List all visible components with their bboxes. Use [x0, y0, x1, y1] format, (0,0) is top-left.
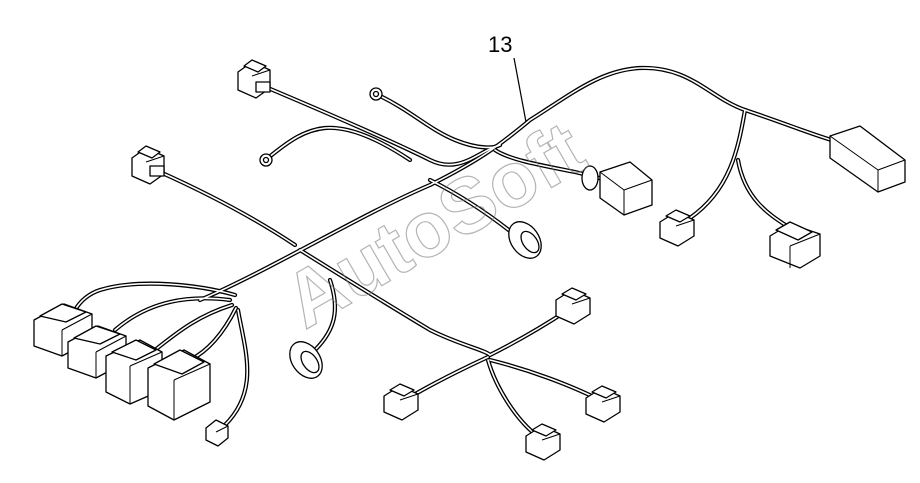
connector-box-large: [581, 161, 653, 216]
connector-lower-right-2: [585, 385, 621, 423]
connector-right-b: [769, 221, 821, 269]
wire-branch-lower-center-fill: [299, 249, 491, 356]
wire-bundle-left-4-fill: [189, 307, 237, 361]
wire-bundle-left-3-fill: [154, 304, 233, 351]
wire-bundle-left-5-outline: [222, 307, 250, 428]
wire-branch-oval-lower-fill: [314, 279, 336, 351]
connector-oval-lower: [289, 341, 323, 379]
part-number-label: 13: [488, 32, 512, 57]
wire-branch-left-outline: [157, 169, 298, 248]
wire-bundle-left-4-outline: [187, 305, 239, 363]
ring-terminal-lower: [259, 153, 273, 167]
connector-top-left: [237, 59, 271, 99]
wire-bundle-left-3-outline: [152, 302, 235, 353]
part-callout: 13: [488, 32, 527, 123]
wire-ring-lower-outline: [265, 125, 413, 163]
wire-branch-right-a-fill: [689, 109, 746, 219]
connector-lower-bottom: [525, 423, 561, 461]
wire-bundle-left-1-fill: [74, 282, 236, 311]
ring-terminal-upper: [369, 87, 383, 101]
connector-top-right-box: [829, 125, 906, 193]
wire-branch-left-fill: [159, 171, 296, 246]
connector-left: [131, 145, 165, 185]
watermark-text: AutoSoft: [270, 104, 599, 345]
connector-lower-left: [383, 383, 419, 421]
connector-small-bottom: [205, 419, 229, 447]
wire-bundle-left-2-fill: [114, 297, 231, 331]
wire-branch-right-b-outline: [735, 157, 793, 231]
connector-block-4: [147, 349, 211, 421]
wire-branch-right-b-fill: [737, 159, 791, 229]
wire-branch-oval-fill: [429, 179, 516, 236]
connector-oval-upper: [508, 221, 542, 259]
wire-ring-upper-outline: [375, 92, 503, 150]
callout-leader-line: [513, 57, 527, 123]
connector-lower-right-1: [555, 287, 591, 325]
connector-right-a: [659, 209, 695, 247]
wire-ring-lower-fill: [267, 127, 411, 161]
wire-branch-top-left-fill: [267, 87, 501, 166]
wire-branch-lower-right2-outline: [487, 357, 603, 403]
wire-ring-upper-fill: [377, 94, 501, 149]
wire-bundle-left-5-fill: [224, 309, 249, 426]
